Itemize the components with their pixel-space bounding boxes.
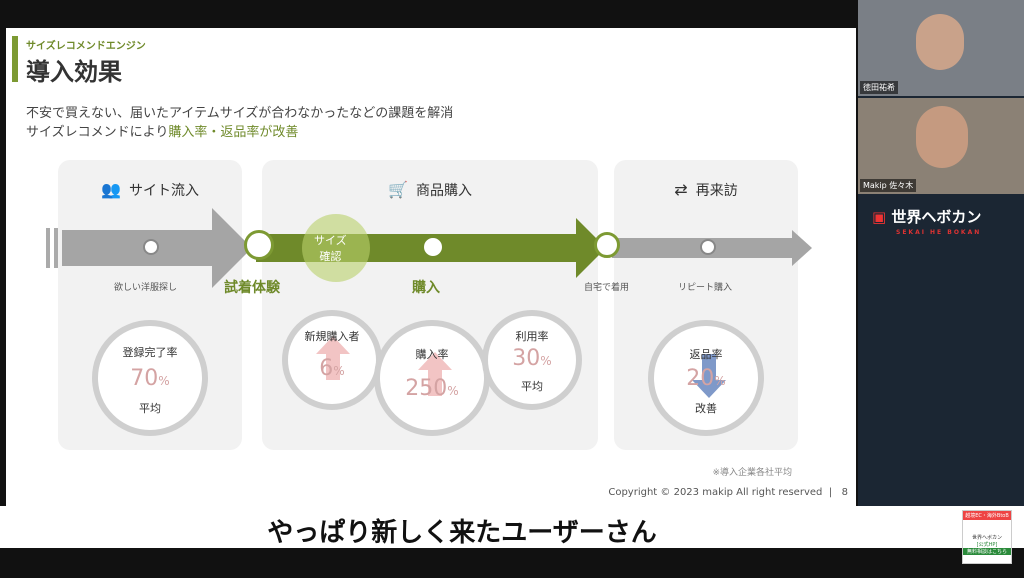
metric-value: 6% <box>319 356 345 381</box>
camera-participant-1: 徳田祐希 <box>858 0 1024 96</box>
flow-label-fitting: 試着体験 <box>224 280 280 296</box>
thumb-line-3: [公式HP] <box>976 542 998 548</box>
metric-label: 返品率 <box>689 348 723 361</box>
metric-label: 登録完了率 <box>122 346 178 359</box>
up-arrow-icon <box>316 336 350 380</box>
metric-usage-rate: 利用率 30% 平均 <box>482 310 582 410</box>
page-number: 8 <box>841 487 848 498</box>
down-arrow-icon <box>692 354 726 398</box>
flow-label-home: 自宅で着用 <box>584 283 630 293</box>
slide-tag: サイズレコメンドエンジン <box>26 41 146 52</box>
presentation-slide: サイズレコメンドエンジン 導入効果 不安で買えない、届いたアイテムサイズが合わな… <box>6 28 856 506</box>
channel-logo: ▣ 世界ヘボカン SEKAI HE BOKAN <box>872 206 981 236</box>
speech-bubble-icon: ▣ <box>872 208 887 226</box>
copyright: Copyright © 2023 makip All right reserve… <box>608 487 848 498</box>
flow-arrows <box>46 208 812 288</box>
desc-line-2-highlight: 購入率・返品率が改善 <box>168 125 299 140</box>
flow-point-fitting <box>244 230 274 260</box>
metric-value: 20% <box>686 366 726 391</box>
card-head: ⇄ 再来訪 <box>614 180 798 200</box>
metric-return-rate: 返品率 20% 改善 <box>648 320 764 436</box>
footnote: ※導入企業各社平均 <box>712 468 792 478</box>
channel-name: 世界ヘボカン <box>891 208 982 226</box>
metric-label: 新規購入者 <box>304 330 360 343</box>
card-head-label: サイト流入 <box>128 183 199 199</box>
metric-purchase-rate: 購入率 250% <box>374 320 490 436</box>
channel-subtitle: SEKAI HE BOKAN <box>896 229 982 236</box>
flow-label-want: 欲しい洋服探し <box>114 283 178 293</box>
metric-value: 30% <box>512 346 552 371</box>
metric-label: 利用率 <box>515 330 549 343</box>
avatar <box>916 106 968 168</box>
participant-name: Makip 佐々木 <box>860 179 917 192</box>
flow-point <box>143 239 159 255</box>
flow-label-repeat: リピート購入 <box>678 283 733 293</box>
metric-note: 改善 <box>695 402 717 415</box>
thumb-line-1: 越境EC・海外BtoB <box>963 511 1011 520</box>
metric-note: 平均 <box>139 402 161 415</box>
flow-point-home <box>594 232 620 258</box>
metric-label: 購入率 <box>415 348 449 361</box>
thumb-line-2: 世界ヘボカン <box>971 535 1002 541</box>
metric-value: 70% <box>130 366 170 391</box>
participant-name: 徳田祐希 <box>860 81 898 94</box>
card-head-label: 再来訪 <box>695 183 738 199</box>
metric-value: 250% <box>405 376 459 401</box>
slide-description: 不安で買えない、届いたアイテムサイズが合わなかったなどの課題を解消 サイズレコメ… <box>26 104 453 142</box>
flow-point-repeat <box>700 239 716 255</box>
flow-label-purchase: 購入 <box>412 280 440 296</box>
metric-new-buyers: 新規購入者 6% <box>282 310 382 410</box>
card-head-label: 商品購入 <box>415 183 472 199</box>
up-arrow-icon <box>418 352 452 396</box>
camera-participant-2: Makip 佐々木 <box>858 98 1024 194</box>
refresh-icon: ⇄ <box>674 180 688 199</box>
subtitle-text: やっぱり新しく来たユーザーさん <box>267 518 657 548</box>
avatar <box>916 14 964 70</box>
slide-title: 導入効果 <box>26 58 122 86</box>
subtitle-bar: やっぱり新しく来たユーザーさん <box>0 506 1024 548</box>
title-accent-bar <box>12 36 18 82</box>
group-icon: 👥 <box>101 180 121 199</box>
metric-note: 平均 <box>521 380 543 393</box>
size-check-label: サイズ 確認 <box>314 234 347 263</box>
corner-thumbnail[interactable]: 越境EC・海外BtoB 世界ヘボカン [公式HP] 無料相談はこちら <box>962 510 1012 564</box>
card-head: 👥 サイト流入 <box>58 180 242 200</box>
desc-line-2-prefix: サイズレコメンドにより <box>26 125 169 140</box>
card-head: 🛒 商品購入 <box>262 180 598 200</box>
desc-line-1: 不安で買えない、届いたアイテムサイズが合わなかったなどの課題を解消 <box>26 106 454 121</box>
desc-line-2: サイズレコメンドにより購入率・返品率が改善 <box>26 123 453 142</box>
thumb-line-4: 無料相談はこちら <box>963 548 1011 555</box>
flow-point-purchase <box>422 236 444 258</box>
cart-icon: 🛒 <box>388 180 408 199</box>
metric-registration: 登録完了率 70% 平均 <box>92 320 208 436</box>
